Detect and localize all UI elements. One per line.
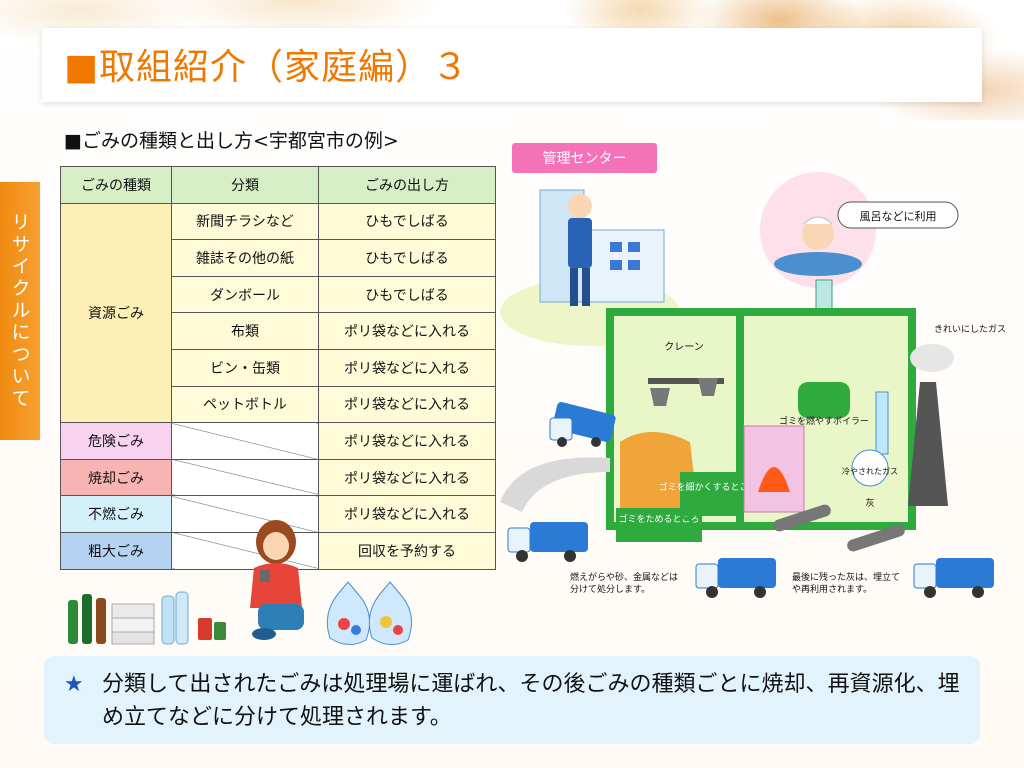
bath-water [774,252,862,276]
caption-right-2: や再利用されます。 [792,583,872,595]
method-cell: ポリ袋などに入れる [318,348,496,387]
summary-note: ★ 分類して出されたごみは処理場に運ばれ、その後ごみの種類ごとに焼却、再資源化、… [44,656,980,744]
page-title: ■取組紹介（家庭編）３ [64,47,470,88]
bunrui-cell: ダンボール [171,275,319,314]
conveyor-left [773,504,831,532]
crane-grab-right [698,378,718,396]
caption-right-line: 最後に残った灰は、埋立て や再利用されます。 [792,571,903,595]
recyclables-illustration [68,591,226,645]
bunrui-cell: ペットボトル [171,385,319,424]
method-cell: ポリ袋などに入れる [318,422,496,460]
method-cell: ポリ袋などに入れる [318,312,496,350]
summary-text: 分類して出されたごみは処理場に運ばれ、その後ごみの種類ごとに焼却、再資源化、埋め… [102,672,960,730]
caption-left-line: 燃えがらや砂、金属などは 分けて処分します。 [570,571,681,595]
table-row: 雑誌その他の紙 ひもでしばる [61,239,496,277]
chimney [908,382,948,506]
bunrui-cell: ビン・缶類 [171,348,319,387]
table-row: 資源ごみ 新聞チラシなど ひもでしばる [60,202,496,424]
title-bar: ■取組紹介（家庭編）３ [42,28,982,102]
truck-cab [549,417,573,441]
type-resource: 資源ごみ [60,202,172,424]
furnace-fire [758,467,790,492]
caption-right-1: 最後に残った灰は、埋立て [792,571,900,583]
bath-speech-bubble [837,201,959,229]
side-tab-recycle[interactable]: リサイクルについて [0,182,40,440]
garbage-bags-illustration [326,581,413,645]
caption-left-1: 燃えがらや砂、金属などは [570,571,678,583]
incineration-plant-diagram: 風呂などに利用 クレーン ゴミをためるところ ゴミを細かくするところ ゴミを燃や… [500,172,1006,598]
garbage-table: ごみの種類 分類 ごみの出し方 資源ごみ 新聞チラシなど ひもでしばる 雑誌その… [60,166,496,570]
bunrui-cell: 新聞チラシなど [171,202,319,241]
woman-illustration [250,520,304,640]
garbage-truck [530,522,588,552]
type-oversized: 粗大ごみ [60,531,172,570]
bath-person [802,218,834,250]
shredder-label: ゴミを細かくするところ [658,481,757,493]
table-row: 布類 ポリ袋などに入れる [61,312,496,350]
road [500,457,610,512]
table-subtitle: ■ごみの種類と出し方<宇都宮市の例> [64,130,399,152]
table-row: ダンボール ひもでしばる [61,275,496,314]
center-annex [583,229,665,303]
type-hazardous: 危険ごみ [60,422,172,460]
cooled-gas-label: 冷やされたガス [842,466,898,476]
boiler-label: ゴミを燃やすボイラー [779,415,869,427]
bunrui-empty-cell [171,495,319,533]
chimney-smoke [910,344,954,372]
staff-person-body [568,218,592,268]
header-bunrui: 分類 [171,166,319,204]
method-cell: ポリ袋などに入れる [318,385,496,424]
bunrui-cell: 布類 [171,312,319,350]
table-row: 焼却ごみ ポリ袋などに入れる [60,458,496,497]
type-nonburnable: 不燃ごみ [60,495,172,533]
table-header-row: ごみの種類 分類 ごみの出し方 [60,166,496,204]
method-cell: ポリ袋などに入れる [318,458,496,497]
crane-label: クレーン [664,341,704,353]
table-row: ペットボトル ポリ袋などに入れる [61,385,496,424]
bath-bubble-text: 風呂などに利用 [860,210,937,223]
storage-label: ゴミをためるところ [618,513,699,525]
star-icon: ★ [64,672,84,697]
staff-person-head [568,194,592,218]
type-burnable: 焼却ごみ [60,458,172,497]
crane-rail [648,378,724,384]
table-row: ビン・缶類 ポリ袋などに入れる [61,348,496,387]
boiler [798,382,850,418]
method-cell: ひもでしばる [318,202,496,241]
method-cell: 回収を予約する [318,531,496,570]
header-type: ごみの種類 [60,166,172,204]
crane-grab-left [650,388,670,406]
header-method: ごみの出し方 [318,166,496,204]
ash-truck-right [936,558,994,588]
table-row: 危険ごみ ポリ袋などに入れる [60,422,496,460]
method-cell: ポリ袋などに入れる [318,495,496,533]
caption-left-2: 分けて処分します。 [570,583,650,595]
method-cell: ひもでしばる [318,239,496,277]
table-row: 不燃ごみ ポリ袋などに入れる [60,495,496,533]
bunrui-empty-cell [171,458,319,497]
conveyor-right [847,524,905,552]
gas-cooler [851,449,889,487]
shredder-box [680,472,736,516]
table-row: 粗大ごみ 回収を予約する [60,531,496,570]
gas-duct [875,391,889,455]
clean-gas-label: きれいにしたガス [934,324,1006,335]
management-center-label: 管理センター [512,143,657,173]
bunrui-cell: 雑誌その他の紙 [171,239,319,277]
ash-label: 灰 [865,497,874,509]
ash-truck-left [718,558,776,588]
method-cell: ひもでしばる [318,275,496,314]
bunrui-empty-cell [171,422,319,460]
